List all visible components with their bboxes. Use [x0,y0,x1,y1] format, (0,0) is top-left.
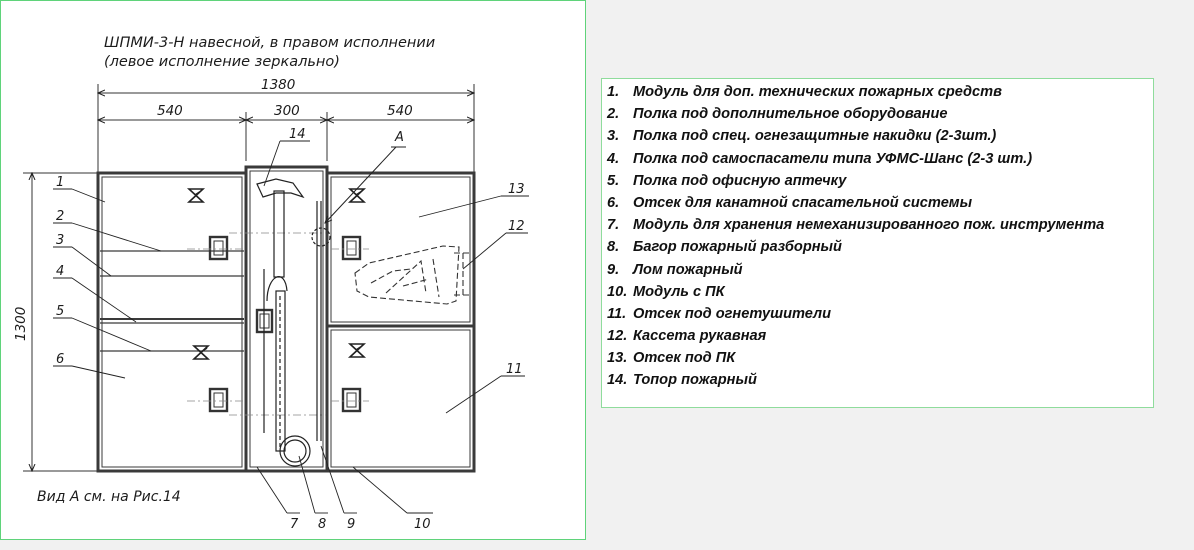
view-a-marker [325,146,406,223]
dim-height: 1300 [13,307,29,341]
callout-11: 11 [506,362,523,377]
legend-item-2: 2. Полка под дополнительное оборудование [607,106,1153,128]
axe-drawing [256,178,305,278]
legend-item-13: 13. Отсек под ПК [607,350,1153,372]
callout-9: 9 [347,517,355,532]
legend-text: Топор пожарный [633,372,757,389]
dim-left-width: 540 [157,103,183,119]
center-lines [187,232,369,416]
legend-number: 14. [607,372,628,389]
drawing-panel: ШПМИ-3-Н навесной, в правом исполнении (… [0,0,586,540]
dim-total-width: 1380 [261,77,295,93]
legend-item-14: 14. Топор пожарный [607,372,1153,394]
legend-number: 7. [607,217,620,234]
legend-text: Полка под самоспасатели типа УФМС-Шанс (… [633,150,1033,167]
dim-middle-width: 300 [274,103,300,119]
dimension-lines [23,84,474,471]
callout-7: 7 [290,517,299,532]
legend-text: Отсек под огнетушители [633,305,832,322]
callout-3: 3 [56,233,64,248]
legend-item-6: 6. Отсек для канатной спасательной систем… [607,195,1153,217]
drawing-title: ШПМИ-3-Н навесной, в правом исполнении [104,35,435,51]
callout-4: 4 [56,264,64,279]
legend-text: Модуль для хранения немеханизированного … [633,217,1105,234]
callout-13: 13 [508,182,525,197]
callout-10: 10 [414,517,431,532]
callout-2: 2 [56,209,64,224]
legend-item-7: 7. Модуль для хранения немеханизированног… [607,217,1153,239]
legend-item-9: 9. Лом пожарный [607,262,1153,284]
legend-number: 11. [607,305,627,322]
callout-14: 14 [289,127,306,142]
legend-text: Отсек для канатной спасательной системы [633,194,973,211]
legend-text: Полка под офисную аптечку [633,172,847,189]
callout-leaders [53,140,529,514]
legend-text: Модуль с ПК [633,283,725,300]
legend-item-11: 11. Отсек под огнетушители [607,306,1153,328]
callout-5: 5 [56,304,64,319]
legend-item-4: 4. Полка под самоспасатели типа УФМС-Шанс… [607,151,1153,173]
legend-item-3: 3. Полка под спец. огнезащитные накидки (… [607,128,1153,150]
legend-number: 4. [607,150,620,167]
legend-number: 13. [607,350,628,367]
legend-text: Отсек под ПК [633,350,736,367]
legend-panel: 1. Модуль для доп. технических пожарных с… [601,78,1154,408]
legend-text: Модуль для доп. технических пожарных сре… [633,84,1002,100]
legend-text: Полка под спец. огнезащитные накидки (2-… [633,128,997,145]
legend-text: Лом пожарный [633,261,743,278]
cabinet-drawing: ШПМИ-3-Н навесной, в правом исполнении (… [13,35,529,532]
legend-number: 5. [607,172,620,189]
legend-number: 12. [607,328,628,345]
legend-number: 9. [607,261,620,278]
legend-text: Багор пожарный разборный [633,239,842,256]
legend-number: 1. [607,84,620,100]
legend-text: Полка под дополнительное оборудование [633,106,948,123]
callout-numbers: 1 2 3 4 5 6 7 8 9 10 11 12 13 14 [56,127,525,532]
callout-12: 12 [508,219,525,234]
view-label: А [394,130,404,145]
legend-number: 10. [607,283,628,300]
hose-cassette [354,245,471,305]
legend-item-5: 5. Полка под офисную аптечку [607,173,1153,195]
legend-number: 8. [607,239,620,256]
callout-8: 8 [318,517,326,532]
view-note: Вид А см. на Рис.14 [37,489,181,505]
legend-item-1: 1. Модуль для доп. технических пожарных с… [607,84,1153,106]
legend-item-8: 8. Багор пожарный разборный [607,239,1153,261]
callout-1: 1 [56,175,64,190]
cabinet-body [96,165,476,473]
hook-pole [263,201,331,467]
legend-item-12: 12. Кассета рукавная [607,328,1153,350]
legend-number: 3. [607,128,620,145]
legend-item-10: 10. Модуль с ПК [607,284,1153,306]
legend-number: 2. [607,106,620,123]
legend-number: 6. [607,194,620,211]
legend-text: Кассета рукавная [633,328,767,345]
drawing-subtitle: (левое исполнение зеркально) [104,54,340,70]
lock-symbols [186,188,367,360]
dim-right-width: 540 [387,103,413,119]
callout-6: 6 [56,352,64,367]
